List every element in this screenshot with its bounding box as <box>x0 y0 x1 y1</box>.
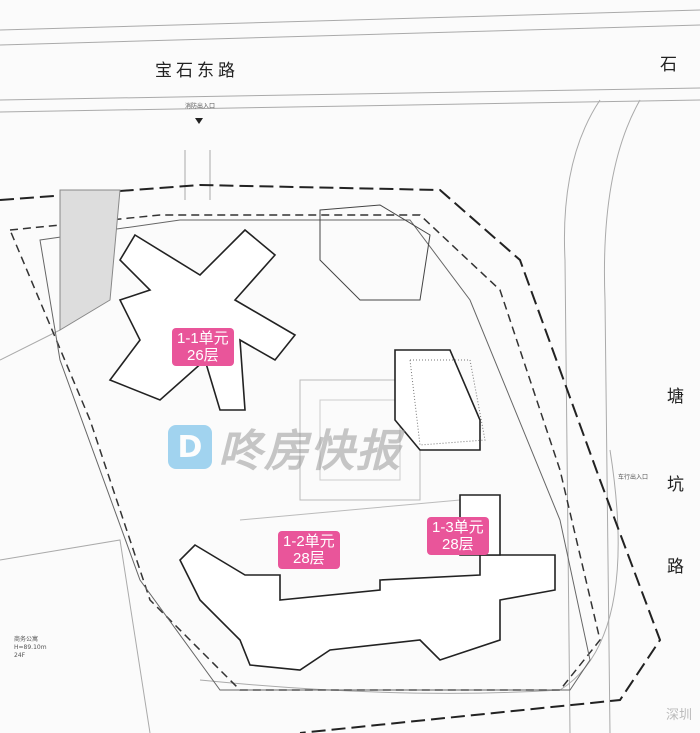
corner-watermark: 深圳 <box>665 708 692 723</box>
east-entrance-label: 车行出入口 <box>618 474 649 481</box>
unit-floors: 28层 <box>442 536 474 553</box>
watermark-text: 咚房快报 <box>218 426 402 477</box>
road-label-north-partial: 石 <box>660 55 681 75</box>
unit-tag-1-2: 1-2单元 28层 <box>278 531 340 569</box>
unit-tag-1-1: 1-1单元 26层 <box>172 328 234 366</box>
unit-tag-1-3: 1-3单元 28层 <box>427 517 489 555</box>
road-label-east-3: 路 <box>667 557 688 577</box>
road-label-east-1: 塘 <box>667 387 688 407</box>
road-label-east-2: 坑 <box>667 475 688 495</box>
road-label-north: 宝石东路 <box>155 61 239 81</box>
unit-name: 1-3单元 <box>432 519 484 536</box>
watermark: D 咚房快报 <box>168 415 402 479</box>
unit-name: 1-1单元 <box>177 330 229 347</box>
apartment-floors: 24F <box>14 652 26 659</box>
apartment-label: 商务公寓 H=89.10m 24F <box>14 636 47 660</box>
apartment-height: H=89.10m <box>14 644 47 651</box>
unit-floors: 28层 <box>293 550 325 567</box>
entrance-label: 消防出入口 <box>185 103 216 110</box>
watermark-logo-icon: D <box>168 425 212 469</box>
apartment-name: 商务公寓 <box>14 636 39 643</box>
unit-name: 1-2单元 <box>283 533 335 550</box>
unit-floors: 26层 <box>187 347 219 364</box>
